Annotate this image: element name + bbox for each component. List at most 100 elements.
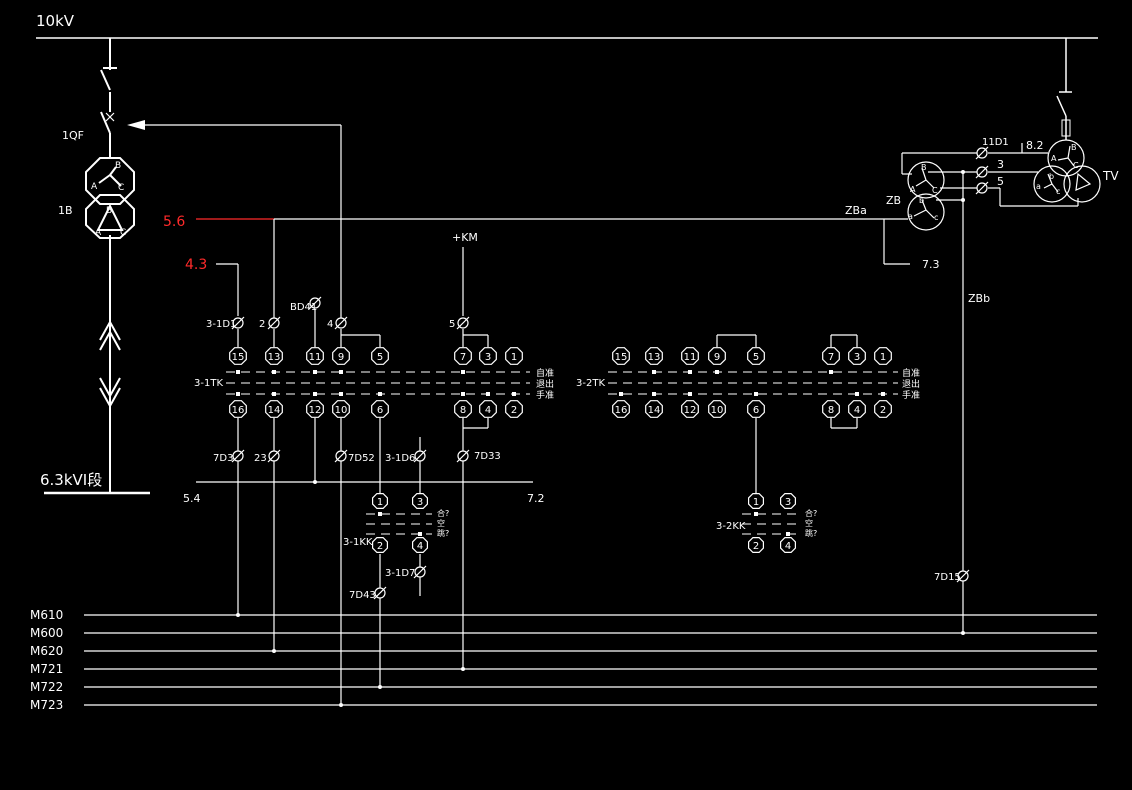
kk1-terminal-top-1: 1 — [372, 493, 388, 509]
svg-text:15: 15 — [615, 352, 628, 363]
d11-label: 11D1 — [982, 137, 1009, 148]
bus-label-m610: M610 — [30, 608, 63, 622]
terminal-block-icon — [413, 565, 427, 579]
tk1-terminal-bottom-2: 2 — [505, 400, 523, 418]
svg-text:15: 15 — [232, 352, 245, 363]
kk2-label: 3-2KK — [716, 521, 746, 532]
tk1-terminal-bottom-4: 4 — [479, 400, 497, 418]
terminal-symbols — [231, 146, 989, 600]
1b-phase-c-lower: C — [120, 228, 126, 238]
svg-text:4: 4 — [785, 541, 791, 552]
tk1-terminal-top-15: 15 — [229, 347, 247, 365]
tv-phase-a: A — [1051, 154, 1057, 163]
zba-label: ZBa — [845, 204, 867, 217]
tk2-exit-label: 退出 — [902, 378, 920, 390]
kk-contact-dots — [378, 512, 790, 536]
terminal-1d6-label: 3-1D6 — [385, 453, 415, 464]
terminal-block-icon — [956, 569, 970, 583]
zbb-label: ZBb — [968, 292, 990, 305]
terminal-block-icon — [975, 165, 989, 179]
kk2-terminal-top-3: 3 — [779, 493, 797, 509]
terminal-7d3-label: 7D3 — [213, 453, 233, 464]
kk1-terminal-top-3: 3 — [412, 493, 428, 509]
terminal-block-icon — [975, 181, 989, 195]
svg-text:8: 8 — [828, 405, 834, 416]
svg-text:12: 12 — [309, 405, 322, 416]
kk2-terminal-bottom-4: 4 — [779, 536, 797, 554]
km-label: +KM — [452, 231, 478, 244]
kk2-trip-label: 跳? — [805, 528, 817, 538]
tk2-terminal-top-13: 13 — [645, 347, 663, 365]
terminal-block-icon — [456, 449, 470, 463]
tk2-manual-label: 手准 — [902, 389, 920, 401]
tk2-terminal-top-9: 9 — [708, 347, 726, 365]
terminal-block-icon — [373, 586, 387, 600]
bus-label-m600: M600 — [30, 626, 63, 640]
svg-text:6: 6 — [377, 405, 383, 416]
tv-phase-a-lower: a — [1036, 182, 1041, 191]
tk1-terminal-top-5: 5 — [371, 347, 389, 365]
tk1-manual-label: 手准 — [536, 389, 554, 401]
pt-phase-a: A — [910, 185, 916, 194]
svg-text:3: 3 — [485, 352, 491, 363]
terminal-7d52-label: 7D52 — [348, 453, 375, 464]
kk2-close-label: 合? — [805, 508, 817, 518]
tk1-terminal-bottom-12: 12 — [306, 400, 324, 418]
tv-phase-c-lower: c — [1056, 187, 1060, 196]
kk1-label: 3-1KK — [343, 537, 373, 548]
svg-text:10: 10 — [335, 405, 348, 416]
trip-arrow-icon — [127, 120, 145, 130]
terminal-block-icon — [334, 316, 348, 330]
svg-text:1: 1 — [511, 352, 517, 363]
zb-label: ZB — [886, 194, 901, 207]
svg-text:9: 9 — [714, 352, 720, 363]
terminal-7d15-label: 7D15 — [934, 572, 961, 583]
svg-text:7: 7 — [828, 352, 834, 363]
kk1-null-label: 空 — [437, 518, 445, 528]
svg-text:8: 8 — [460, 405, 466, 416]
svg-text:3: 3 — [785, 497, 791, 508]
junction-dots — [236, 170, 965, 707]
transformer-label: 1B — [58, 204, 73, 217]
ref-43-label: 4.3 — [185, 257, 207, 273]
kk2-terminal-top-1: 1 — [747, 493, 765, 509]
tk1-terminal-top-3: 3 — [479, 347, 497, 365]
tk2-terminal-bottom-12: 12 — [681, 400, 699, 418]
terminal-block-icon — [334, 449, 348, 463]
tv-terminal-5-label: 5 — [997, 175, 1004, 188]
tk2-terminal-bottom-8: 8 — [822, 400, 840, 418]
svg-text:16: 16 — [615, 405, 628, 416]
terminal-7d33-label: 7D33 — [474, 451, 501, 462]
svg-text:7: 7 — [460, 352, 466, 363]
bus-label-m620: M620 — [30, 644, 63, 658]
1b-phase-c-upper: C — [118, 183, 124, 193]
pt-phase-c: C — [932, 186, 938, 195]
svg-text:5: 5 — [753, 352, 759, 363]
tk1-auto-label: 自准 — [536, 367, 554, 379]
terminal-block-icon — [267, 316, 281, 330]
svg-text:3: 3 — [417, 497, 423, 508]
ref-72-label: 7.2 — [527, 492, 545, 505]
tv-label: TV — [1102, 169, 1119, 183]
tk1-terminal-bottom-6: 6 — [371, 400, 389, 418]
svg-text:2: 2 — [753, 541, 759, 552]
tk2-terminal-top-7: 7 — [822, 347, 840, 365]
terminal-2-label: 2 — [259, 319, 265, 330]
tk2-terminal-bottom-14: 14 — [645, 400, 663, 418]
pt-phase-b: B — [921, 163, 927, 172]
svg-text:2: 2 — [880, 405, 886, 416]
terminal-block-icon — [456, 316, 470, 330]
switch-contact-dots — [236, 370, 885, 396]
1b-phase-b-upper: B — [115, 161, 121, 171]
tk1-terminal-bottom-10: 10 — [332, 400, 350, 418]
tk2-terminal-bottom-2: 2 — [874, 400, 892, 418]
svg-text:13: 13 — [648, 352, 661, 363]
tk1-terminal-bottom-16: 16 — [229, 400, 247, 418]
terminal-block-icon — [308, 296, 322, 310]
pt-circles-icon — [907, 139, 1101, 231]
kk1-trip-label: 跳? — [437, 528, 449, 538]
ref-73-label: 7.3 — [922, 258, 940, 271]
svg-text:14: 14 — [268, 405, 281, 416]
svg-text:2: 2 — [377, 541, 383, 552]
